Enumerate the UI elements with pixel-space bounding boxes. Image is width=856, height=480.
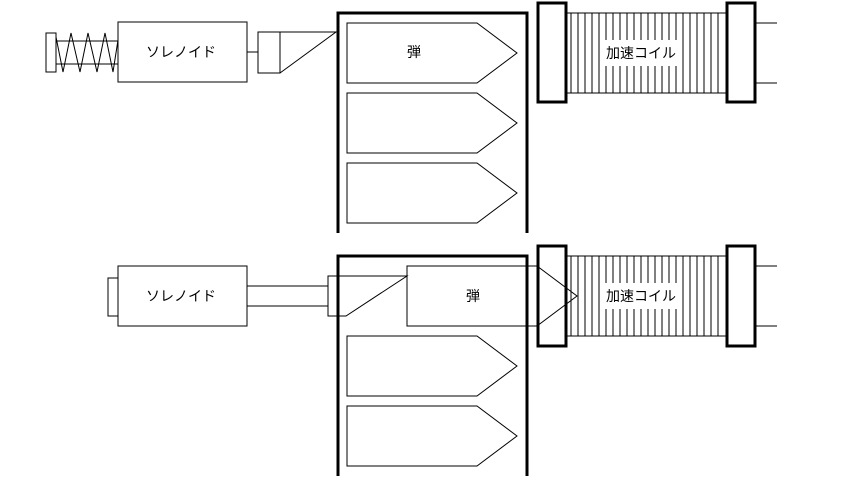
- bottom-coil-windings: [570, 256, 719, 336]
- top-plunger-wedge: [279, 31, 338, 74]
- bottom-coil-flange-right: [725, 244, 757, 348]
- bottom-coil-flange-left: [536, 244, 568, 348]
- top-coil-label: 加速コイル: [606, 46, 676, 62]
- bottom-bullet-3: [346, 405, 518, 467]
- top-plunger: [257, 31, 281, 74]
- top-bullet-1: [346, 22, 518, 84]
- bottom-bullet-label: 弾: [466, 289, 480, 305]
- top-coil-windings: [570, 13, 719, 93]
- top-coil-flange-left: [536, 1, 568, 104]
- top-spring-end-plate: [45, 32, 57, 73]
- bottom-bullet-fired: [406, 265, 578, 327]
- bottom-solenoid-end-cap: [107, 277, 119, 317]
- top-coil-flange-right: [725, 1, 757, 104]
- top-bullet-3: [346, 162, 518, 224]
- top-solenoid-label: ソレノイド: [146, 45, 216, 61]
- top-spring: [55, 32, 119, 73]
- bottom-magazine-frame: [336, 254, 529, 476]
- bottom-coil-label: 加速コイル: [606, 289, 676, 305]
- top-bullet-2: [346, 92, 518, 154]
- bottom-plunger-wedge: [338, 275, 409, 317]
- top-magazine-frame: [336, 11, 529, 233]
- bottom-solenoid-label: ソレノイド: [146, 289, 216, 305]
- bottom-plunger-rod: [246, 285, 329, 307]
- top-bullet-label: 弾: [407, 45, 421, 61]
- bottom-assembly: [107, 244, 777, 476]
- bottom-bullet-2: [346, 335, 518, 397]
- top-assembly: [45, 1, 777, 233]
